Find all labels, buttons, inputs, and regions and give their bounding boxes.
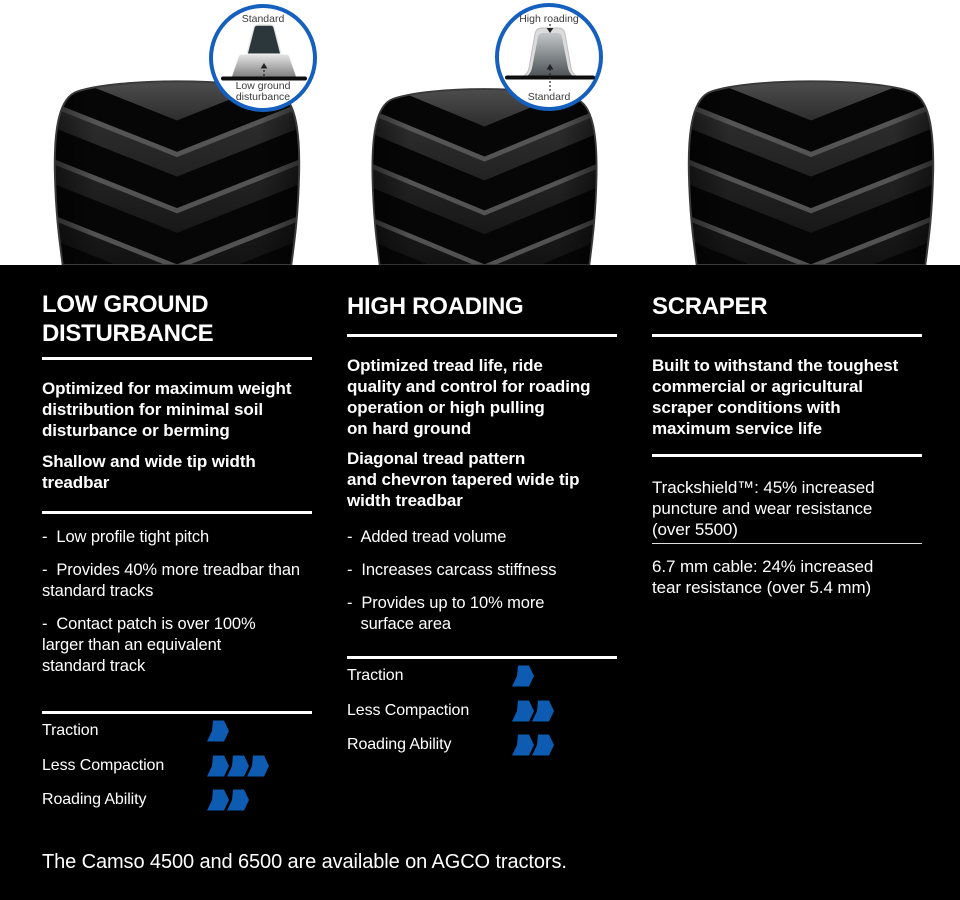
rating-chevron-icon — [207, 720, 229, 742]
column-low-ground-disturbance: LOW GROUND DISTURBANCE Optimized for max… — [42, 0, 327, 900]
intro-paragraph: Optimized tread life, ride quality and c… — [347, 356, 591, 438]
treadbar-profile-diagram-icon — [505, 24, 595, 91]
rating-chevron-icon — [532, 734, 554, 756]
bullet-item: - Contact patch is over 100% larger than… — [42, 615, 256, 675]
intro-paragraph: Optimized for maximum weight distributio… — [42, 379, 292, 440]
info-panel — [0, 265, 960, 900]
rating-value-chevrons — [207, 755, 269, 777]
rating-value-chevrons — [207, 789, 249, 811]
rating-chevron-icon — [532, 700, 554, 722]
rating-chevron-icon — [512, 700, 534, 722]
rating-row: Less Compaction — [42, 749, 327, 784]
feature-paragraph: Trackshield™: 45% increased puncture and… — [652, 478, 875, 539]
bullet-item: - Provides 40% more treadbar than standa… — [42, 561, 300, 600]
rating-label: Less Compaction — [347, 701, 470, 719]
rating-label: Roading Ability — [42, 791, 147, 809]
column-title: LOW GROUND DISTURBANCE — [42, 291, 214, 347]
column-title: HIGH ROADING — [347, 293, 524, 320]
section-divider — [652, 454, 922, 457]
treadbar-profile-diagram-icon — [221, 24, 307, 81]
bullet-list: - Low profile tight pitch - Provides 40%… — [42, 527, 300, 689]
bullet-item: - Provides up to 10% more surface area — [347, 594, 545, 633]
section-divider — [347, 656, 617, 659]
rating-value-chevrons — [512, 665, 534, 687]
bullet-list: - Added tread volume - Increases carcass… — [347, 527, 557, 647]
rating-row: Roading Ability — [42, 783, 327, 818]
column-scraper: SCRAPER Built to withstand the toughest … — [652, 0, 937, 900]
rating-chevron-icon — [207, 755, 229, 777]
product-photos-band: Standard Low ground disturbance High roa… — [0, 0, 960, 265]
rating-value-chevrons — [512, 734, 554, 756]
section-divider — [42, 357, 312, 360]
section-divider — [347, 334, 617, 337]
section-divider — [42, 511, 312, 514]
rating-value-chevrons — [512, 700, 554, 722]
rating-chevron-icon — [207, 789, 229, 811]
rating-chevron-icon — [227, 755, 249, 777]
column-title: SCRAPER — [652, 293, 768, 320]
rating-label: Traction — [42, 722, 99, 740]
rating-row: Traction — [42, 714, 327, 749]
callout-low-ground-disturbance: Standard Low ground disturbance — [209, 4, 317, 112]
rating-value-chevrons — [207, 720, 229, 742]
intro-paragraph: Built to withstand the toughest commerci… — [652, 356, 899, 438]
intro-paragraph: Diagonal tread pattern and chevron taper… — [347, 449, 580, 510]
footer-text: The Camso 4500 and 6500 are available on… — [42, 851, 567, 873]
bullet-item: - Increases carcass stiffness — [347, 561, 557, 579]
intro-paragraph: Shallow and wide tip width treadbar — [42, 452, 256, 492]
rating-chevron-icon — [227, 789, 249, 811]
column-high-roading: HIGH ROADING Optimized tread life, ride … — [347, 0, 632, 900]
rating-chevron-icon — [512, 734, 534, 756]
callout-high-roading: High roading Standard — [495, 3, 603, 111]
callout-bottom-label: Low ground disturbance — [235, 80, 291, 103]
rating-label: Less Compaction — [42, 756, 165, 774]
rating-row: Roading Ability — [347, 728, 632, 763]
callout-top-label: High roading — [519, 13, 579, 25]
section-divider — [42, 711, 312, 714]
rating-chevron-icon — [512, 665, 534, 687]
callout-bottom-label: Standard — [527, 91, 571, 103]
callout-top-label: Standard — [241, 13, 285, 25]
thin-divider — [652, 543, 922, 544]
rating-row: Traction — [347, 659, 632, 694]
feature-paragraph: 6.7 mm cable: 24% increased tear resista… — [652, 557, 874, 597]
bullet-item: - Low profile tight pitch — [42, 528, 210, 546]
ratings-table: Traction Less Compaction Roading Ability — [347, 659, 632, 763]
ratings-table: Traction Less Compaction Roading Ability — [42, 714, 327, 818]
rating-chevron-icon — [247, 755, 269, 777]
rating-label: Roading Ability — [347, 736, 452, 754]
section-divider — [652, 334, 922, 337]
rating-label: Traction — [347, 667, 404, 685]
bullet-item: - Added tread volume — [347, 528, 507, 546]
rating-row: Less Compaction — [347, 694, 632, 729]
